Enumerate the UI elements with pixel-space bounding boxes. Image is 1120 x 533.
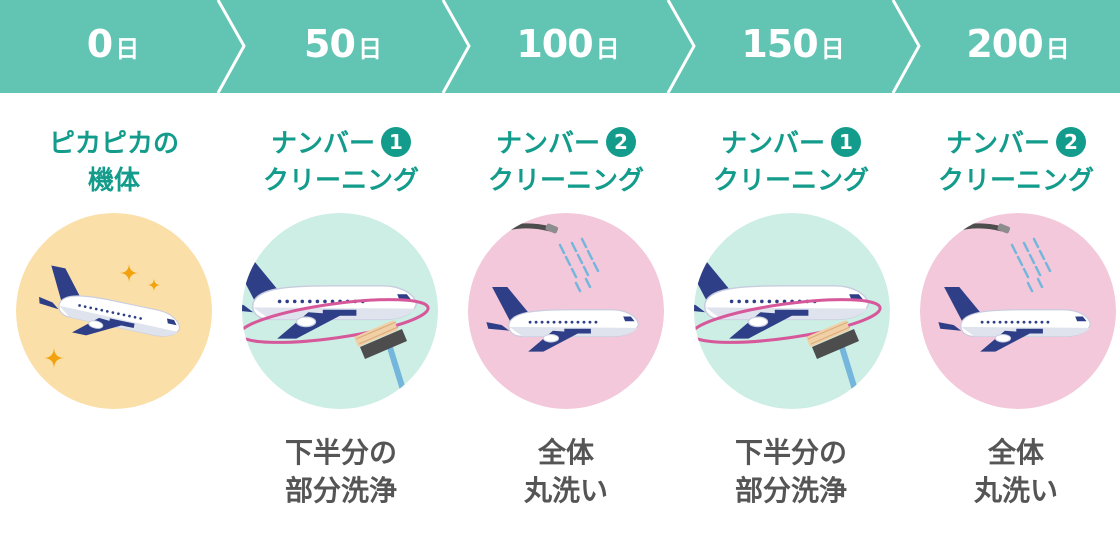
stage-title-line-2: クリーニング (262, 166, 419, 196)
brush-icon (806, 320, 859, 396)
cleaning-area-ring (242, 298, 430, 344)
day-unit: 日 (357, 35, 382, 63)
stage-desc-line-1: 下半分の (734, 436, 847, 469)
stage-desc-150: 下半分の 部分洗浄 (679, 434, 903, 510)
stage-desc-line-1: 下半分の (284, 436, 397, 469)
stage-title-line-2: 機体 (87, 166, 140, 196)
stage-desc-100: 全体 丸洗い (454, 434, 678, 510)
chevron-divider-1 (216, 0, 246, 93)
day-number: 150 (741, 22, 818, 66)
number-badge: 2 (606, 127, 636, 157)
chevron-divider-2 (441, 0, 471, 93)
stage-desc-line-2: 部分洗浄 (734, 474, 847, 507)
airplane-icon (486, 287, 639, 352)
day-unit: 日 (820, 35, 845, 63)
stage-desc-200: 全体 丸洗い (904, 434, 1120, 510)
stage-title-line-1: ナンバー (495, 129, 600, 159)
cleaning-area-ring (694, 298, 882, 344)
stage-desc-line-2: 丸洗い (523, 474, 608, 507)
stage-title-line-1: ピカピカの (48, 129, 179, 159)
timeline-bar (0, 0, 1120, 93)
number-badge: 2 (1056, 127, 1086, 157)
stage-illustration-0 (16, 213, 212, 409)
stage-title-0: ピカピカの 機体 (2, 126, 226, 200)
day-number: 50 (304, 22, 356, 66)
sparkle-icon (119, 263, 139, 283)
stage-title-line-2: クリーニング (937, 166, 1094, 196)
timeline-background (0, 0, 1120, 93)
brush-icon (354, 320, 407, 396)
day-number: 200 (966, 22, 1043, 66)
day-unit: 日 (115, 35, 140, 63)
stage-title-line-1: ナンバー (270, 129, 375, 159)
stage-illustration-100 (468, 213, 664, 409)
hose-icon (920, 223, 1052, 293)
stage-desc-line-2: 丸洗い (973, 474, 1058, 507)
stage-desc-line-1: 全体 (537, 436, 594, 469)
stage-title-line-2: クリーニング (487, 166, 644, 196)
sparkle-icon (43, 347, 65, 369)
stage-desc-line-2: 部分洗浄 (284, 474, 397, 507)
stage-illustration-200 (920, 213, 1116, 409)
stage-title-line-2: クリーニング (712, 166, 869, 196)
sparkle-icon (147, 278, 161, 292)
day-unit: 日 (595, 35, 620, 63)
day-number: 0 (86, 22, 113, 66)
day-number: 100 (516, 22, 593, 66)
airplane-icon (938, 287, 1091, 352)
chevron-divider-4 (891, 0, 921, 93)
number-badge: 1 (381, 127, 411, 157)
day-unit: 日 (1045, 35, 1070, 63)
stage-illustration-150 (694, 213, 890, 409)
number-badge: 1 (831, 127, 861, 157)
stage-desc-50: 下半分の 部分洗浄 (229, 434, 453, 510)
chevron-divider-3 (666, 0, 696, 93)
stage-desc-line-1: 全体 (987, 436, 1044, 469)
stage-title-line-1: ナンバー (945, 129, 1050, 159)
stage-title-line-1: ナンバー (720, 129, 825, 159)
airplane-icon (39, 265, 181, 337)
stage-illustration-50 (242, 213, 438, 409)
hose-icon (468, 223, 600, 293)
